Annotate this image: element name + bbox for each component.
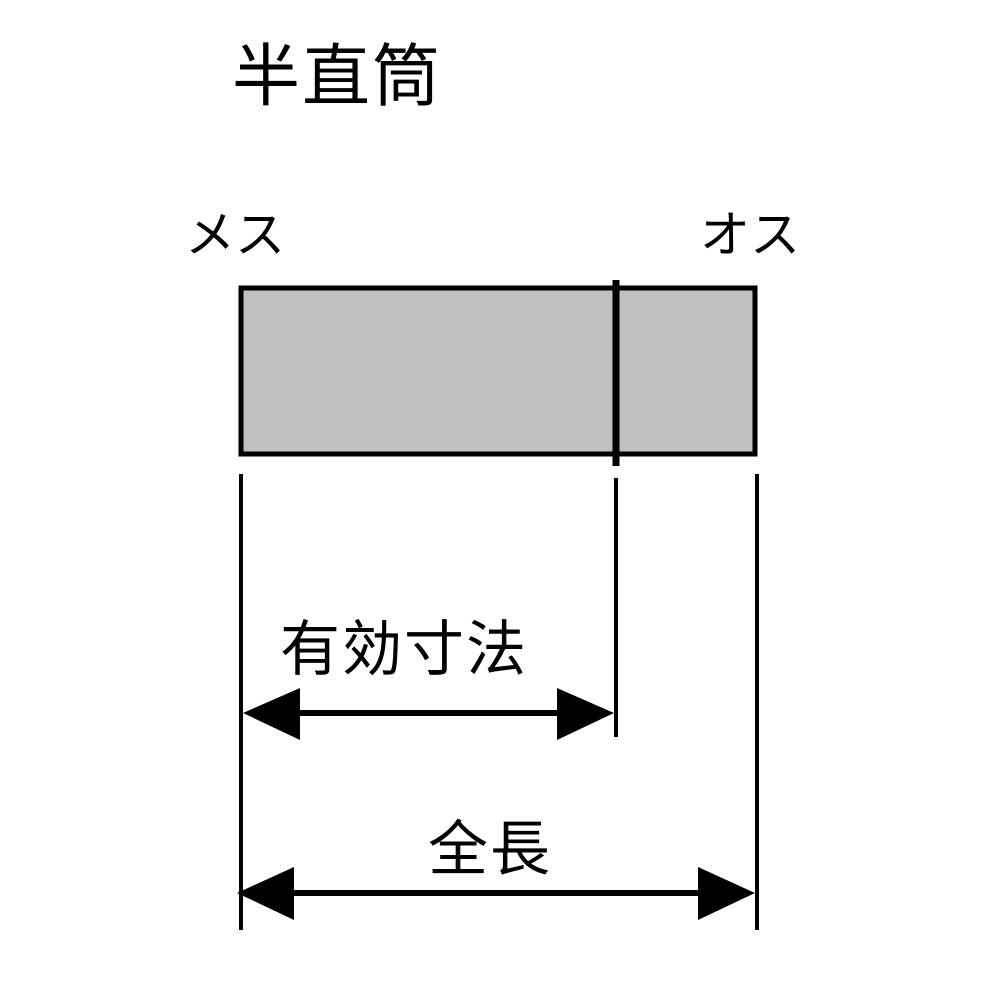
pipe-body [238,280,758,466]
effective-length-arrow [243,688,614,740]
diagram-title: 半直筒 [232,38,443,117]
effective-length-label: 有効寸法 [280,615,528,685]
total-length-arrow [237,867,755,920]
female-end-label: メス [185,206,285,264]
total-length-label: 全長 [428,815,552,885]
male-end-label: オス [700,206,800,264]
extension-lines [239,474,759,930]
